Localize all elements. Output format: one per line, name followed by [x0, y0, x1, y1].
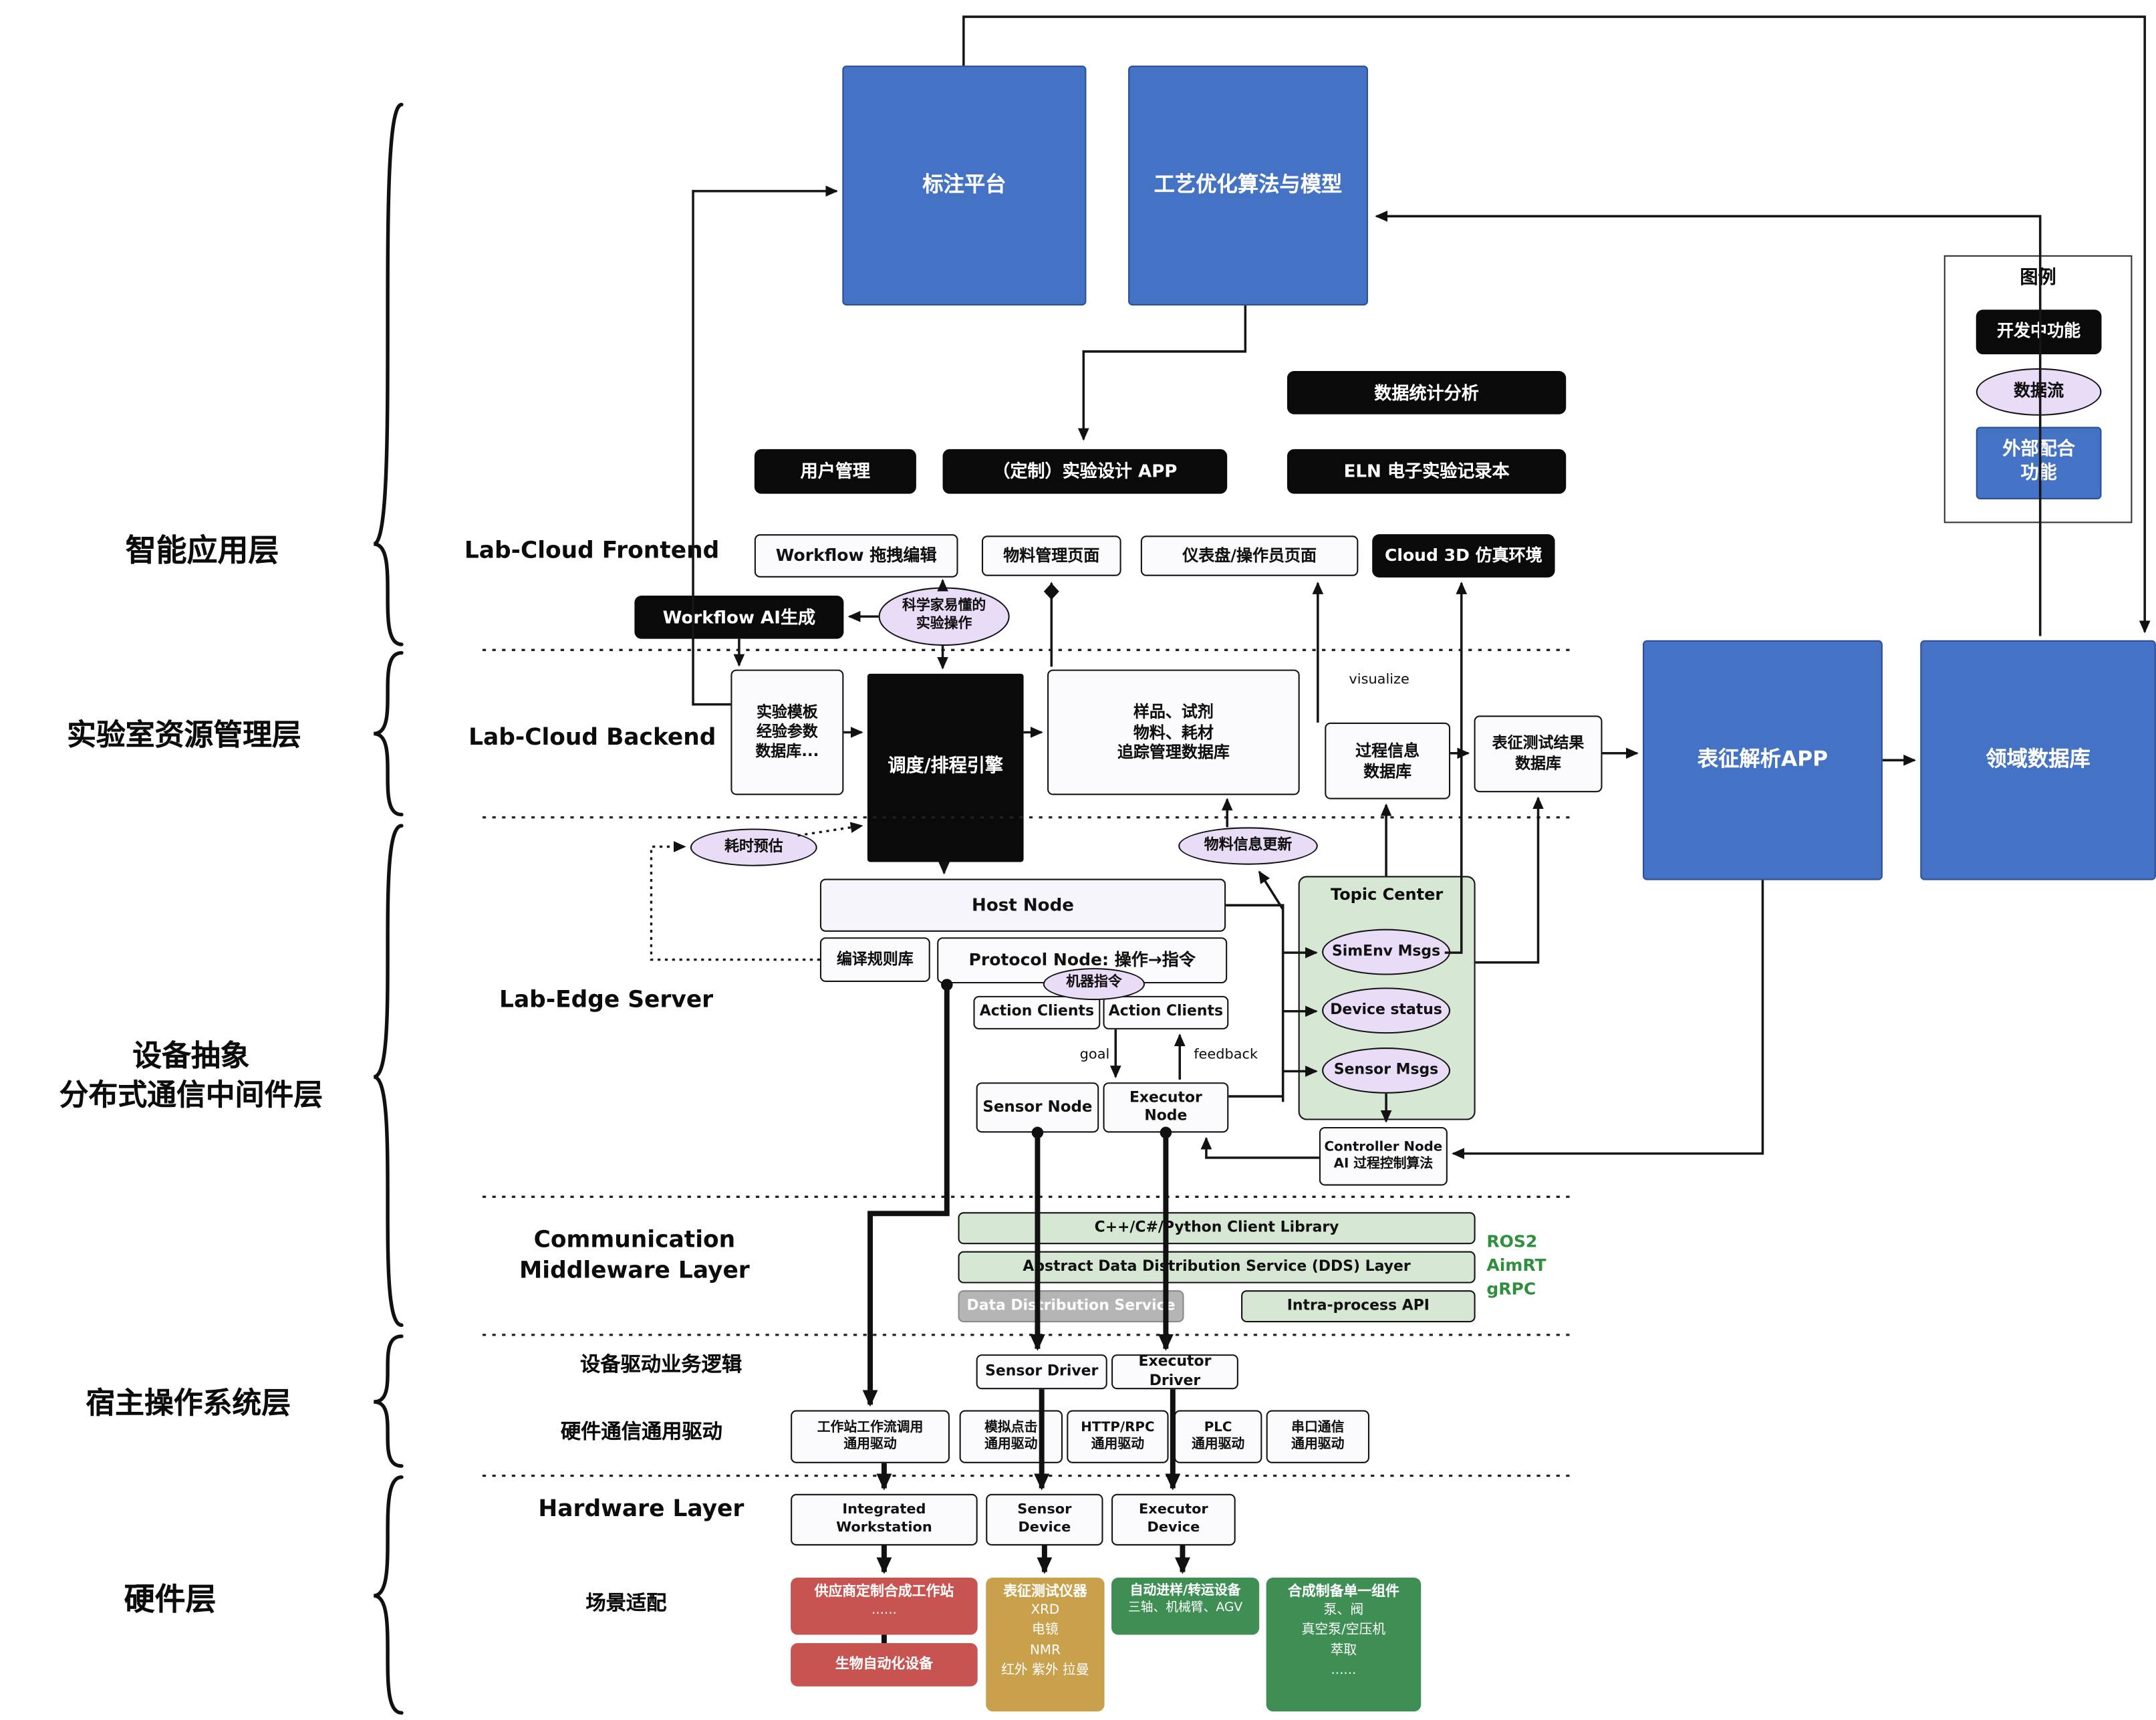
tracking-db-box: 样品、试剂 物料、耗材 追踪管理数据库 [1047, 669, 1300, 795]
layer-label-host-os: 宿主操作系统层 [86, 1386, 291, 1420]
dds-layer-bar: Abstract Data Distribution Service (DDS)… [958, 1251, 1476, 1283]
template-db-box: 实验模板 经验参数 数据库... [730, 669, 844, 795]
transfer-device-box: 自动进样/转运设备 三轴、机械臂、AGV [1111, 1577, 1260, 1635]
layer-label-hardware: 硬件层 [124, 1583, 217, 1618]
user-mgmt-box: 用户管理 [754, 449, 916, 494]
machine-cmd-ellipse: 机器指令 [1043, 968, 1146, 1001]
charact-app-box: 表征解析APP [1643, 640, 1883, 880]
transfer-device-body: 三轴、机械臂、AGV [1127, 1602, 1243, 1616]
time-estimate-ellipse: 耗时预估 [690, 828, 817, 866]
synthesis-component-box: 合成制备单一组件 泵、阀 真空泵/空压机 萃取 ...... [1266, 1577, 1422, 1712]
legend-external: 外部配合 功能 [1976, 426, 2102, 500]
legend-title: 图例 [2020, 268, 2056, 289]
executor-device-box: Executor Device [1111, 1493, 1236, 1546]
material-page-box: 物料管理页面 [981, 535, 1121, 576]
action-clients-right-box: Action Clients [1103, 995, 1229, 1029]
layer-label-middleware: 设备抽象 分布式通信中间件层 [59, 1038, 323, 1112]
charact-instrument-title: 表征测试仪器 [1003, 1584, 1087, 1600]
eln-box: ELN 电子实验记录本 [1287, 449, 1567, 494]
legend-dataflow: 数据流 [1976, 368, 2102, 416]
device-status-ellipse: Device status [1322, 987, 1451, 1034]
goal-label: goal [1079, 1048, 1110, 1064]
charact-db-box: 表征测试结果 数据库 [1474, 715, 1603, 793]
vendor-workstation-title: 供应商定制合成工作站 [814, 1584, 954, 1600]
sensor-node-box: Sensor Node [976, 1082, 1099, 1133]
driver-http-box: HTTP/RPC 通用驱动 [1067, 1410, 1169, 1463]
data-stats-box: 数据统计分析 [1287, 371, 1567, 414]
controller-node-box: Controller Node AI 过程控制算法 [1319, 1126, 1448, 1186]
vendor-workstation-box: 供应商定制合成工作站 ...... [791, 1577, 978, 1635]
bio-device-title: 生物自动化设备 [835, 1656, 933, 1673]
cloud3d-box: Cloud 3D 仿真环境 [1372, 534, 1555, 578]
intra-api-bar: Intra-process API [1241, 1290, 1476, 1323]
middleware-section-label: Communication Middleware Layer [519, 1225, 750, 1283]
visualize-label: visualize [1349, 672, 1409, 689]
synthesis-component-title: 合成制备单一组件 [1287, 1584, 1399, 1600]
scheduler-box: 调度/排程引擎 [867, 673, 1024, 862]
backend-section-label: Lab-Cloud Backend [468, 723, 716, 751]
domain-db-box: 领域数据库 [1920, 640, 2156, 880]
driver-workstation-box: 工作站工作流调用 通用驱动 [791, 1410, 950, 1463]
driver-logic-label: 设备驱动业务逻辑 [580, 1354, 743, 1377]
charact-instrument-box: 表征测试仪器 XRD 电镜 NMR 红外 紫外 拉曼 [986, 1577, 1105, 1712]
material-update-ellipse: 物料信息更新 [1178, 827, 1318, 865]
charact-instrument-body: XRD 电镜 NMR 红外 紫外 拉曼 [1001, 1602, 1089, 1678]
action-clients-left-box: Action Clients [973, 995, 1101, 1029]
vendor-workstation-body: ...... [871, 1602, 897, 1618]
driver-plc-box: PLC 通用驱动 [1174, 1410, 1262, 1463]
process-db-box: 过程信息 数据库 [1325, 722, 1451, 800]
client-lib-bar: C++/C#/Python Client Library [958, 1212, 1476, 1245]
executor-driver-box: Executor Driver [1111, 1353, 1238, 1390]
scene-label: 场景适配 [585, 1593, 667, 1616]
rule-lib-box: 编译规则库 [819, 937, 930, 982]
bio-device-box: 生物自动化设备 [791, 1643, 978, 1687]
annotation-platform-box: 标注平台 [842, 66, 1087, 305]
scientist-ops-ellipse: 科学家易懂的 实验操作 [878, 587, 1010, 646]
driver-click-box: 模拟点击 通用驱动 [959, 1410, 1063, 1463]
middleware-stack-label: ROS2 AimRT gRPC [1486, 1231, 1546, 1298]
executor-node-box: Executor Node [1103, 1082, 1229, 1133]
hardware-section-label: Hardware Layer [538, 1495, 745, 1522]
custom-design-app-box: （定制）实验设计 APP [942, 449, 1228, 494]
transfer-device-title: 自动进样/转运设备 [1129, 1583, 1241, 1599]
workflow-edit-box: Workflow 拖拽编辑 [754, 534, 958, 578]
sensor-device-box: Sensor Device [986, 1493, 1103, 1546]
integrated-workstation-box: Integrated Workstation [791, 1493, 978, 1546]
process-optimization-box: 工艺优化算法与模型 [1128, 66, 1368, 305]
sensor-msgs-ellipse: Sensor Msgs [1322, 1048, 1451, 1094]
dashboard-page-box: 仪表盘/操作员页面 [1140, 535, 1359, 576]
sensor-driver-box: Sensor Driver [976, 1354, 1107, 1390]
legend-developing: 开发中功能 [1976, 310, 2102, 354]
frontend-section-label: Lab-Cloud Frontend [464, 537, 720, 564]
synthesis-component-body: 泵、阀 真空泵/空压机 萃取 ...... [1301, 1602, 1386, 1678]
edge-section-label: Lab-Edge Server [499, 985, 714, 1013]
workflow-ai-box: Workflow AI生成 [634, 595, 844, 639]
feedback-label: feedback [1194, 1048, 1258, 1064]
layer-label-app: 智能应用层 [125, 534, 279, 570]
driver-serial-box: 串口通信 通用驱动 [1266, 1410, 1370, 1463]
simenv-msgs-ellipse: SimEnv Msgs [1322, 929, 1451, 975]
dds-service-bar: Data Distribution Service [958, 1290, 1184, 1323]
topic-center-title: Topic Center [1331, 884, 1444, 904]
host-node-box: Host Node [819, 878, 1226, 932]
layer-label-resource: 实验室资源管理层 [67, 718, 301, 752]
hw-comm-label: 硬件通信通用驱动 [560, 1421, 722, 1445]
